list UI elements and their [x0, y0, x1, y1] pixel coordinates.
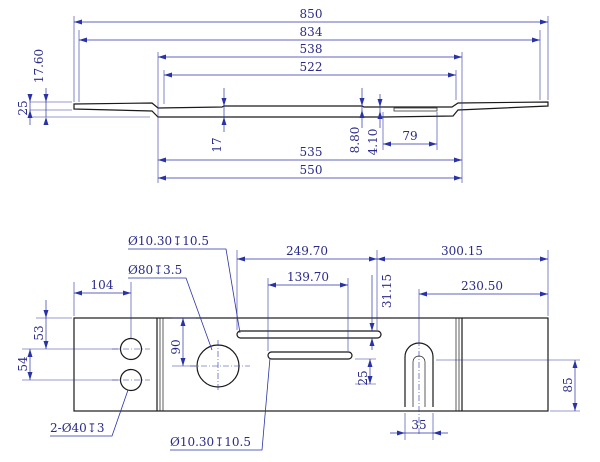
- dim-139-70-label: 139.70: [287, 270, 329, 284]
- callout-holes: 2-Ø40↧3: [50, 421, 105, 435]
- arrowhead: [158, 175, 166, 181]
- arrowhead: [180, 318, 186, 326]
- arrowhead: [448, 72, 456, 78]
- arrowhead: [454, 157, 462, 163]
- arrowhead: [268, 282, 276, 288]
- dim-249-70-label: 249.70: [286, 244, 328, 258]
- arrowhead: [158, 54, 166, 60]
- arrowhead: [164, 72, 172, 78]
- arrowhead: [27, 349, 33, 357]
- top-view: 850 834 538 522 535 550 79 17.60 25: [16, 7, 549, 183]
- arrowhead: [433, 430, 441, 436]
- dim-522-label: 522: [300, 60, 323, 74]
- dim-90-label: 90: [169, 339, 183, 354]
- arrowhead: [237, 256, 245, 262]
- dim-31-15-label: 31.15: [380, 274, 394, 308]
- dim-53-label: 53: [32, 325, 46, 340]
- dim-834-label: 834: [300, 25, 323, 39]
- callout-slot-bottom: Ø10.30↧10.5: [170, 435, 251, 449]
- dim-850-label: 850: [300, 7, 323, 21]
- arrowhead: [27, 110, 33, 118]
- callout-slot-top: Ø10.30↧10.5: [128, 234, 209, 248]
- dim-230-50-label: 230.50: [461, 279, 503, 293]
- arrowhead: [27, 94, 33, 102]
- arrowhead: [377, 99, 383, 107]
- arrowhead: [540, 19, 548, 25]
- arrowhead: [43, 310, 49, 318]
- arrowhead: [377, 256, 385, 262]
- top-view-plate-outline: [73, 101, 549, 118]
- dim-85-label: 85: [561, 377, 575, 392]
- arrowhead: [532, 37, 540, 43]
- arrowhead: [540, 256, 548, 262]
- dim-8-80-label: 8.80: [348, 127, 362, 154]
- dim-4-10-label: 4.10: [366, 129, 380, 156]
- arrowhead: [74, 290, 82, 296]
- arrowhead: [540, 291, 548, 297]
- dim-550-label: 550: [300, 163, 323, 177]
- arrowhead: [180, 358, 186, 366]
- arrowhead: [359, 98, 365, 106]
- arrowhead: [572, 360, 578, 368]
- slot-upper: [236, 330, 382, 339]
- leader-pocket: [128, 277, 213, 351]
- dim-79-label: 79: [402, 129, 417, 143]
- leader-holes: [50, 389, 129, 437]
- arrowhead: [43, 94, 49, 102]
- front-view-plate-outline: [73, 317, 549, 412]
- dim-104-label: 104: [91, 278, 114, 292]
- arrowhead: [221, 117, 227, 125]
- dim-535-label: 535: [300, 145, 323, 159]
- leader-slot-top: [128, 248, 241, 334]
- arrowhead: [369, 323, 375, 331]
- arrowhead: [454, 54, 462, 60]
- arrowhead: [158, 157, 166, 163]
- arrowhead: [419, 291, 427, 297]
- leader-slot-bottom: [170, 357, 271, 451]
- arrowhead: [79, 37, 87, 43]
- front-view: 249.70 300.15 139.70 230.50 104 35 53 54: [16, 234, 580, 451]
- arrowhead: [397, 430, 405, 436]
- arrowhead: [340, 282, 348, 288]
- arrowhead: [123, 290, 131, 296]
- arrowhead: [359, 110, 365, 118]
- dim-17-label: 17: [210, 137, 224, 152]
- arrowhead: [572, 403, 578, 411]
- arrowhead: [369, 256, 377, 262]
- slot-lower: [267, 351, 353, 360]
- dim-35-label: 35: [411, 418, 426, 432]
- dim-25-top-label: 25: [16, 100, 30, 115]
- arrowhead: [377, 111, 383, 119]
- dim-54-label: 54: [16, 356, 30, 372]
- arrowhead: [367, 359, 373, 367]
- arrowhead: [27, 372, 33, 380]
- arrowhead: [74, 19, 82, 25]
- dim-17-60-label: 17.60: [32, 49, 46, 83]
- arrowhead: [429, 141, 437, 147]
- arrowhead: [367, 376, 373, 384]
- arrowhead: [454, 175, 462, 181]
- arrowhead: [43, 117, 49, 125]
- dim-538-label: 538: [300, 42, 323, 56]
- top-view-slot-recess: [393, 107, 438, 112]
- arrowhead: [221, 98, 227, 106]
- arrowhead: [383, 141, 391, 147]
- arrowhead: [43, 341, 49, 349]
- callout-pocket: Ø80↧3.5: [128, 263, 182, 277]
- dim-25-front-label: 25: [356, 370, 370, 385]
- dim-300-15-label: 300.15: [441, 244, 483, 258]
